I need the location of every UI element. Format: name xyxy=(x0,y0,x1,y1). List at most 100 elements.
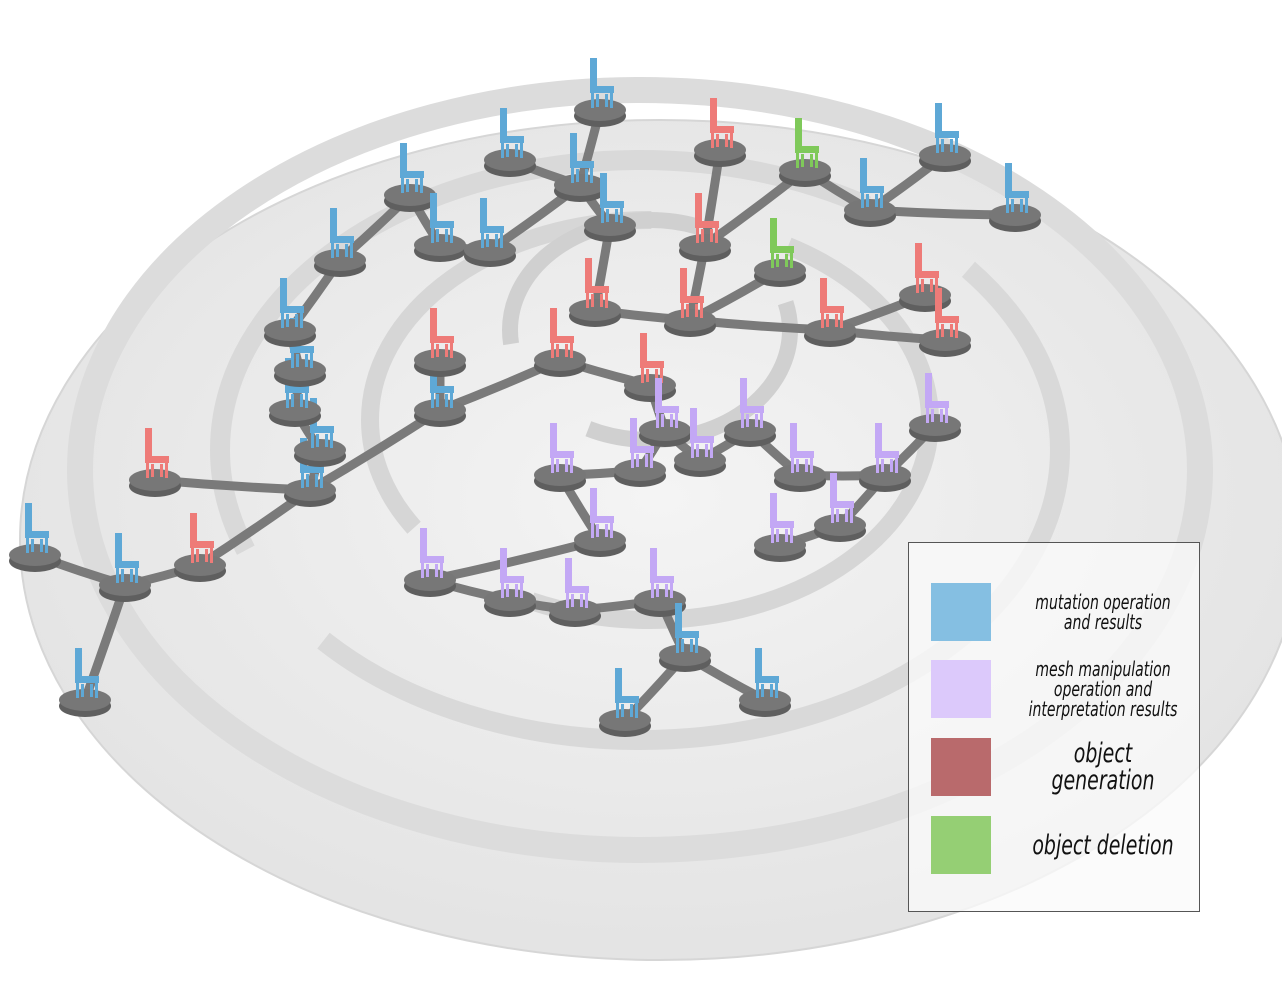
pedestal-top xyxy=(464,239,516,261)
chair-part xyxy=(1006,197,1009,213)
chair-part xyxy=(690,408,697,442)
chair-part xyxy=(570,133,577,167)
chair-part xyxy=(790,451,814,458)
chair-node-mutation xyxy=(264,278,316,347)
chair-part xyxy=(310,426,334,433)
chair-part xyxy=(566,592,569,608)
pedestal-top xyxy=(574,529,626,551)
pedestal-top xyxy=(919,144,971,166)
chair-part xyxy=(506,584,509,597)
chair-part xyxy=(875,451,899,458)
chair-part xyxy=(756,682,759,698)
chair-part xyxy=(576,169,579,182)
chair-part xyxy=(681,302,684,318)
chair-part xyxy=(670,414,673,427)
chair-model-icon xyxy=(675,603,699,653)
pedestal-top xyxy=(129,469,181,491)
chair-model-icon xyxy=(550,423,574,473)
chair-part xyxy=(680,268,687,302)
chair-part xyxy=(826,314,829,327)
chair-part xyxy=(500,548,507,582)
chair-part xyxy=(600,173,607,207)
pedestal-top xyxy=(859,464,911,486)
chair-part xyxy=(25,531,49,538)
chair-part xyxy=(941,139,944,152)
chair-part xyxy=(645,454,648,467)
chair-part xyxy=(815,152,818,168)
chair-part xyxy=(301,472,304,488)
chair-part xyxy=(950,139,953,152)
chair-part xyxy=(191,547,194,563)
chair-part xyxy=(790,252,793,268)
chair-model-icon xyxy=(935,288,959,338)
chair-part xyxy=(291,394,294,407)
chair-part xyxy=(280,306,304,313)
chair-part xyxy=(31,539,34,552)
chair-part xyxy=(76,682,79,698)
chair-part xyxy=(795,118,802,152)
chair-part xyxy=(431,342,434,358)
chair-part xyxy=(640,333,647,367)
pedestal-top xyxy=(269,399,321,421)
chair-part xyxy=(500,108,507,142)
chair-part xyxy=(921,279,924,292)
chair-part xyxy=(401,177,404,193)
chair-part xyxy=(506,144,509,157)
chair-part xyxy=(710,98,717,132)
chair-node-mutation xyxy=(739,648,791,717)
chair-part xyxy=(861,192,864,208)
chair-part xyxy=(25,503,32,537)
chair-part xyxy=(830,501,854,508)
chair-part xyxy=(600,294,603,307)
legend: mutation operation and results mesh mani… xyxy=(908,542,1200,912)
chair-part xyxy=(636,454,639,467)
pedestal-top xyxy=(844,199,896,221)
chair-part xyxy=(655,378,662,412)
chair-part xyxy=(571,594,574,607)
chair-part xyxy=(650,452,653,468)
chair-part xyxy=(770,684,773,697)
chair-part xyxy=(710,229,713,242)
chair-part xyxy=(875,194,878,207)
chair-node-manipulation xyxy=(909,373,961,442)
chair-node-manipulation xyxy=(774,423,826,492)
chair-part xyxy=(311,432,314,448)
legend-swatch-manipulation xyxy=(931,660,991,718)
chair-node-mutation xyxy=(9,503,61,572)
chair-part xyxy=(121,569,124,582)
chair-part xyxy=(306,474,309,487)
chair-node-manipulation xyxy=(634,548,686,617)
chair-part xyxy=(431,392,434,408)
chair-node-mutation xyxy=(599,668,651,737)
chair-node-manipulation xyxy=(549,558,601,627)
chair-node-mutation xyxy=(989,163,1041,232)
pedestal-top xyxy=(674,449,726,471)
chair-part xyxy=(440,562,443,578)
chair-part xyxy=(570,342,573,358)
legend-label-deletion: object deletion xyxy=(1032,829,1174,861)
chair-part xyxy=(436,394,439,407)
chair-part xyxy=(810,154,813,167)
chair-part xyxy=(571,167,574,183)
chair-node-generation xyxy=(694,98,746,167)
chair-part xyxy=(775,682,778,698)
chair-part xyxy=(285,386,309,393)
pedestal-top xyxy=(534,464,586,486)
chair-part xyxy=(665,584,668,597)
chair-part xyxy=(325,434,328,447)
chair-part xyxy=(641,367,644,383)
chair-part xyxy=(935,316,959,323)
legend-swatch-deletion xyxy=(931,816,991,874)
chair-part xyxy=(430,193,437,227)
middle-wall xyxy=(210,150,1070,750)
chair-node-generation xyxy=(129,428,181,497)
chair-model-icon xyxy=(915,243,939,293)
chair-part xyxy=(300,466,324,473)
pedestal-top xyxy=(989,204,1041,226)
chair-part xyxy=(515,144,518,157)
chair-part xyxy=(616,702,619,718)
chair-model-icon xyxy=(550,308,574,358)
chair-part xyxy=(866,194,869,207)
chair-part xyxy=(585,592,588,608)
